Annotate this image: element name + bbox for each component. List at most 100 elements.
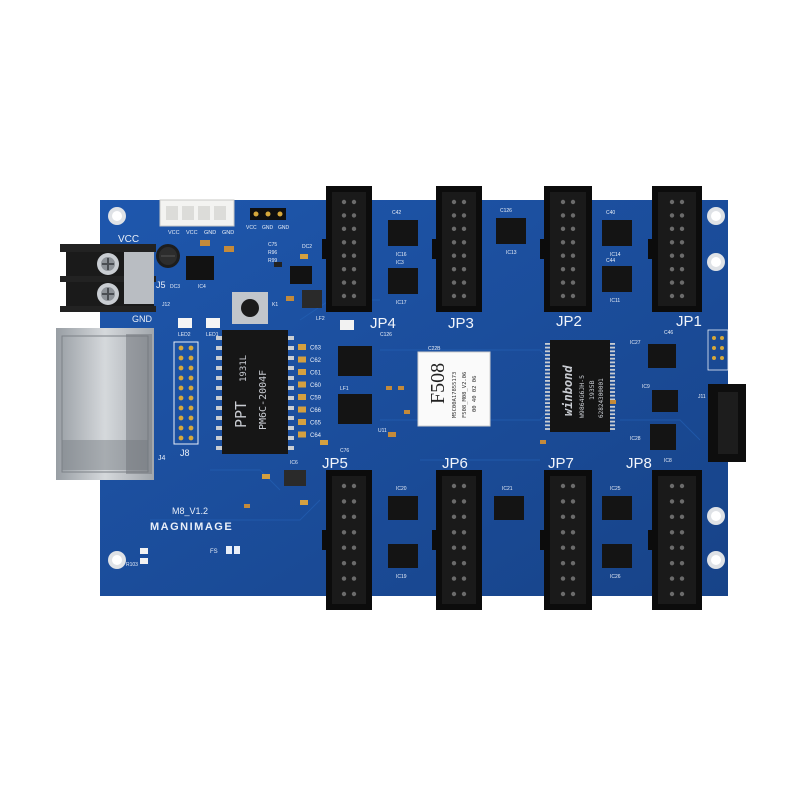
- j8-label: J8: [180, 448, 190, 458]
- lf1-label: IC6: [290, 460, 298, 466]
- transformer-line1: PPT: [232, 401, 250, 428]
- ram-line1: winbond: [561, 365, 575, 416]
- smd-components: [140, 320, 616, 564]
- r103-label: R103: [126, 562, 138, 568]
- box-header-jp8: [648, 470, 702, 610]
- box-header-jp4: [322, 186, 372, 312]
- led2-label: LED2: [178, 332, 191, 338]
- u11-label: IC9: [642, 384, 650, 390]
- right-ics: [648, 344, 678, 450]
- jp3-label: JP3: [448, 315, 474, 332]
- jp2-label: JP2: [556, 313, 582, 330]
- power-ics: [186, 240, 322, 308]
- c46-label: C46: [664, 330, 673, 336]
- brand-logo-text: MAGNIMAGE: [150, 521, 233, 533]
- mounting-holes: [108, 207, 725, 569]
- dc2-label: DC2: [302, 244, 312, 250]
- ic27-label: IC27: [630, 340, 641, 346]
- ic25-label: IC25: [610, 486, 621, 492]
- board-model: M8_V1.2: [172, 506, 208, 516]
- r96-label: R99: [268, 258, 277, 264]
- c126-label: C126: [500, 208, 512, 214]
- svg-text:GND: GND: [278, 225, 290, 231]
- f508-line1: M5C00A17855173: [452, 372, 458, 418]
- electrolytic-capacitor: [156, 244, 180, 268]
- cap-label-c64: C64: [310, 433, 322, 439]
- ic3-label: IC3: [396, 260, 404, 266]
- pin-header-j8: [173, 341, 199, 445]
- jp5-label: JP5: [322, 455, 348, 472]
- cap-label-c66: C66: [310, 408, 322, 414]
- power-terminal: [60, 244, 156, 312]
- ethernet-jack: [56, 328, 154, 480]
- box-header-jp1: [648, 186, 702, 312]
- white-power-connector: [159, 199, 235, 227]
- c75-label: C76: [340, 448, 349, 454]
- jp6-label: JP6: [442, 455, 468, 472]
- f508-title: F508: [427, 363, 449, 404]
- svg-text:VCC: VCC: [186, 230, 198, 236]
- j11-label: J11: [698, 394, 706, 400]
- f508-label-sticker: [417, 351, 491, 427]
- bottom-driver-ics: [388, 496, 632, 568]
- c125-label: C126: [380, 332, 392, 338]
- svg-text:VCC: VCC: [168, 230, 180, 236]
- transformer-line3: PM6C-2004F: [258, 370, 269, 430]
- ic13-label: IC13: [506, 250, 517, 256]
- svg-text:VCC: VCC: [246, 225, 257, 231]
- tactile-button: [232, 292, 268, 324]
- c40-label: C40: [606, 210, 615, 216]
- side-connector-j11: [708, 384, 746, 462]
- c44-label: C44: [606, 258, 615, 264]
- ic21-label: IC21: [502, 486, 513, 492]
- led1-label: LED1: [206, 332, 219, 338]
- gnd-label: GND: [132, 314, 153, 324]
- u1-label: C22B: [428, 346, 441, 352]
- svg-text:GND: GND: [222, 230, 234, 236]
- c22b-label: IC8: [664, 458, 672, 464]
- ram-line2: W9864G6JH-5: [578, 375, 586, 418]
- box-header-jp7: [540, 470, 592, 610]
- cap-label-c61: C61: [310, 371, 322, 377]
- cap-label-c59: C59: [310, 396, 322, 402]
- ic4-label: IC4: [198, 284, 206, 290]
- f508-line3: 00 40 02 06: [472, 376, 478, 412]
- cap-label-c60: C60: [310, 383, 322, 389]
- svg-text:GND: GND: [204, 230, 216, 236]
- ethernet-label: J4: [158, 455, 166, 462]
- jp8-label: JP8: [626, 455, 652, 472]
- transformer-chip: [216, 330, 294, 454]
- r89-label: R96: [268, 250, 277, 256]
- box-header-jp5: [322, 470, 372, 610]
- jp4-label: JP4: [370, 315, 396, 332]
- f508-line2: F508_M08_V2.06: [462, 372, 468, 418]
- ic26-label: IC26: [610, 574, 621, 580]
- ic28-label: IC28: [630, 436, 641, 442]
- fs-label: FS: [210, 549, 218, 555]
- pin-header-pins: [178, 345, 194, 441]
- k1-label: K1: [272, 302, 278, 308]
- cap-label-c62: C62: [310, 358, 322, 364]
- right-small-header: [707, 329, 729, 371]
- leds: [178, 318, 220, 328]
- phy-chips: [338, 346, 372, 424]
- c42-label: C42: [392, 210, 401, 216]
- dc3-label: DC3: [170, 284, 180, 290]
- cap-label-c63: C63: [310, 346, 322, 352]
- small-pin-header: [250, 208, 286, 220]
- j12-label: J12: [162, 302, 170, 308]
- small-header-pin-labels: VCC GND GND: [246, 225, 290, 231]
- ic16-label: IC16: [396, 252, 407, 258]
- vcc-label: VCC: [118, 234, 139, 245]
- r347-label: U11: [378, 428, 387, 434]
- ic14-label: IC14: [610, 252, 621, 258]
- ic19-label: IC19: [396, 574, 407, 580]
- sdram-chip: [545, 340, 615, 432]
- box-header-jp6: [432, 470, 482, 610]
- cap-label-c65: C65: [310, 421, 322, 427]
- ic9-label: LF1: [340, 386, 349, 392]
- svg-text:GND: GND: [262, 225, 274, 231]
- ram-line3: 1935B: [588, 380, 596, 400]
